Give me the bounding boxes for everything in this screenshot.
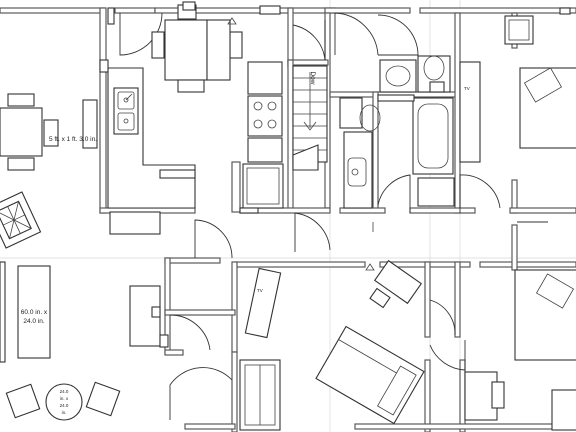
armchair [0, 191, 42, 249]
rug: 60.0 in. x 24.0 in. [0, 261, 51, 363]
window-mark [107, 7, 115, 25]
rug-dim-label-1: 60.0 in. x [21, 309, 48, 316]
tv-label-2: TV [257, 288, 263, 293]
window-mark-right [559, 7, 571, 15]
tv-label-1: TV [464, 86, 470, 91]
counter-dim-label: 5 ft. x 1 ft. 3.0 in. [49, 136, 97, 143]
staircase: Dow [292, 65, 328, 171]
bedroom-lower: TV [129, 259, 505, 431]
rug-dim-label-2: 24.0 in. [23, 318, 45, 325]
doors [119, 12, 548, 420]
table-dim-1: 24.0 [60, 389, 69, 394]
dining-table-top [151, 1, 243, 93]
table-dim-3: 24.0 [60, 403, 69, 408]
stove-column [239, 5, 284, 214]
kitchen: 5 ft. x 1 ft. 3.0 in. [49, 59, 196, 235]
stairs-label: Dow [309, 71, 316, 84]
table-dim-4: in. [62, 410, 67, 415]
round-table: 24.0 in. x 24.0 in. [5, 381, 121, 421]
bathroom: TV [339, 55, 481, 209]
bedroom-right [504, 15, 576, 431]
walls [0, 7, 576, 432]
table-dim-2: in. x [60, 396, 69, 401]
dining-table-left [0, 93, 59, 171]
